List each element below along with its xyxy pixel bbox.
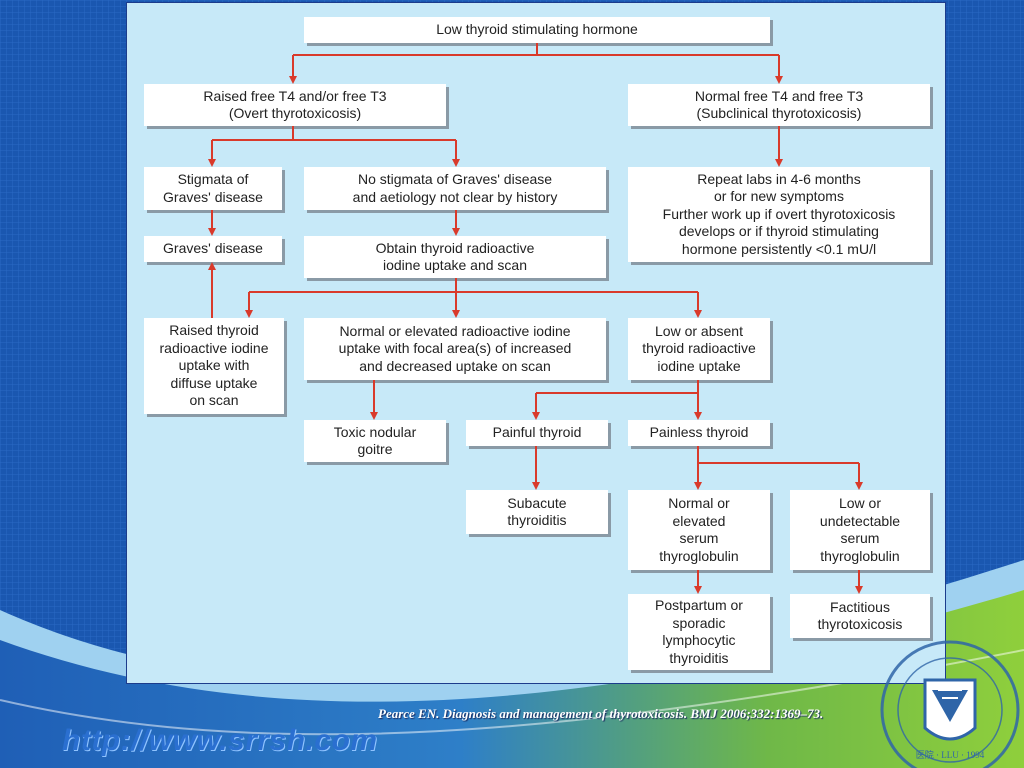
node-factitious-thyrotoxicosis: Factitious thyrotoxicosis [790,594,930,638]
node-no-stigmata: No stigmata of Graves' disease and aetio… [304,167,606,210]
node-low-thyroglobulin: Low or undetectable serum thyroglobulin [790,490,930,570]
hospital-seal-icon: 医院 · LLU · 1994 [880,640,1020,768]
node-repeat-labs: Repeat labs in 4-6 months or for new sym… [628,167,930,262]
node-postpartum-thyroiditis: Postpartum or sporadic lymphocytic thyro… [628,594,770,670]
seal-text: 医院 · LLU · 1994 [916,749,985,760]
node-subacute-thyroiditis: Subacute thyroiditis [466,490,608,534]
node-stigmata: Stigmata of Graves' disease [144,167,282,210]
node-raised-uptake: Raised thyroid radioactive iodine uptake… [144,318,284,414]
website-link[interactable]: http://www.srrsh.com [62,724,378,757]
node-normal-t4: Normal free T4 and free T3 (Subclinical … [628,84,930,126]
citation-text: Pearce EN. Diagnosis and management of t… [378,706,824,721]
node-focal-uptake: Normal or elevated radioactive iodine up… [304,318,606,380]
node-low-tsh: Low thyroid stimulating hormone [304,17,770,43]
node-painless-thyroid: Painless thyroid [628,420,770,446]
node-toxic-nodular-goitre: Toxic nodular goitre [304,420,446,462]
node-normal-thyroglobulin: Normal or elevated serum thyroglobulin [628,490,770,570]
node-raised-t4: Raised free T4 and/or free T3 (Overt thy… [144,84,446,126]
node-graves-disease: Graves' disease [144,236,282,262]
node-obtain-uptake: Obtain thyroid radioactive iodine uptake… [304,236,606,278]
node-low-uptake: Low or absent thyroid radioactive iodine… [628,318,770,380]
node-painful-thyroid: Painful thyroid [466,420,608,446]
